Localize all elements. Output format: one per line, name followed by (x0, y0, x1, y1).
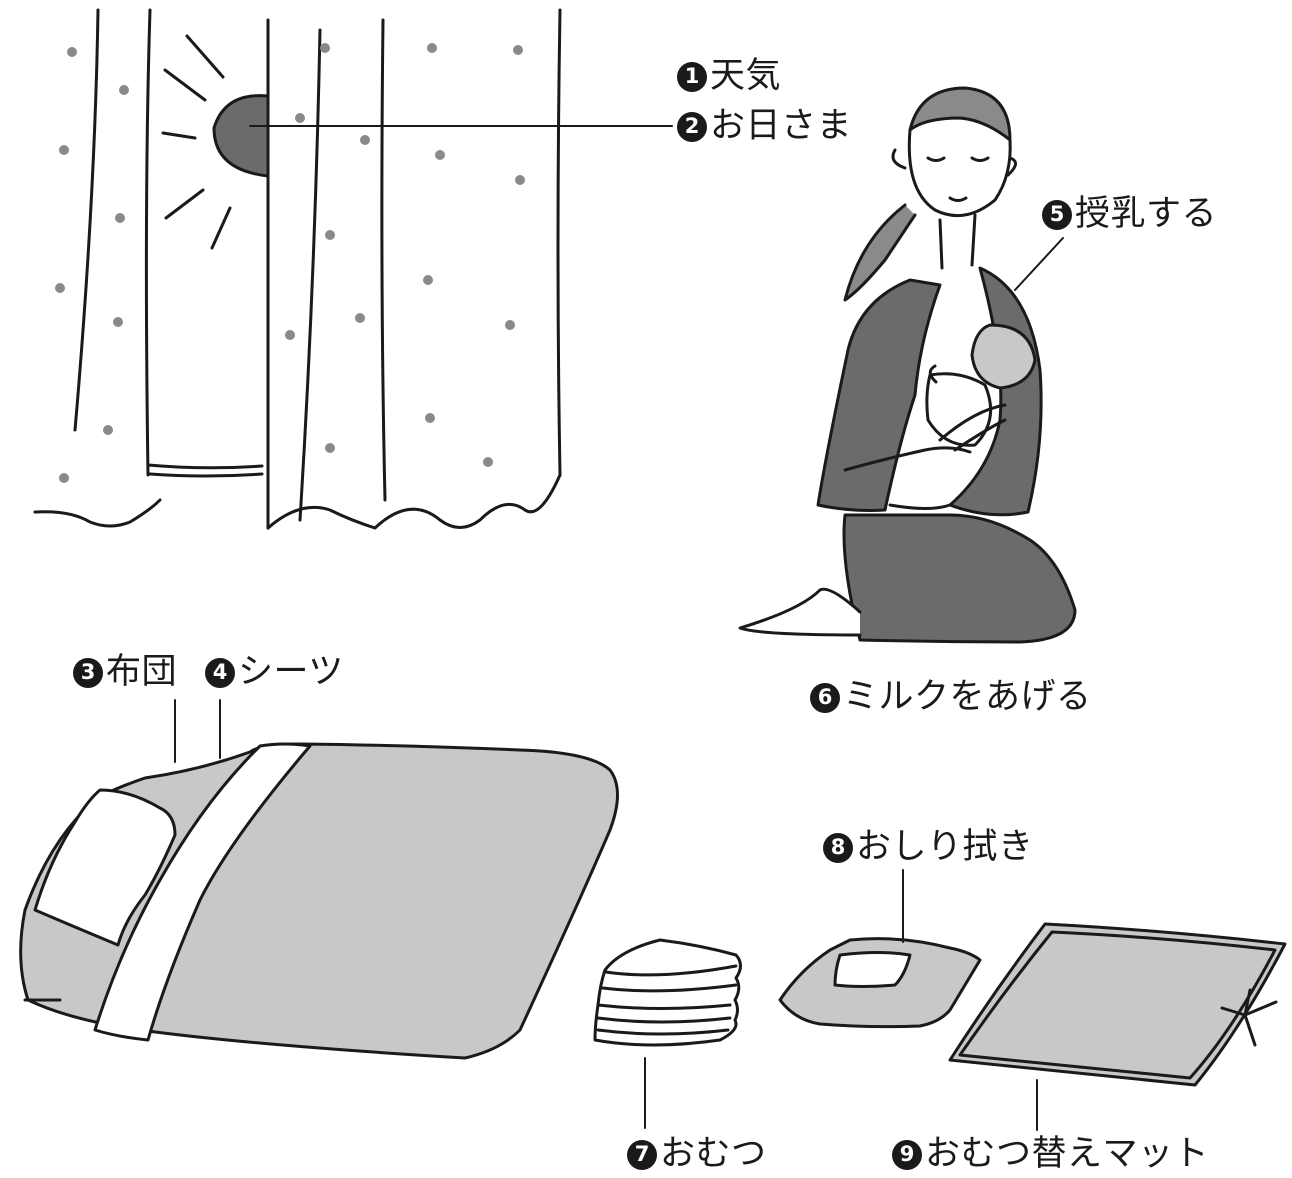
changing-mat (948, 922, 1287, 1087)
curtain-window (146, 463, 264, 478)
label-text: 授乳する (1075, 194, 1218, 234)
label-changing-mat: 9 おむつ替えマット (892, 1137, 1209, 1172)
label-futon: 3 布団 (73, 655, 177, 690)
label-sun: 2 お日さま (677, 109, 852, 144)
number-badge: 3 (73, 657, 103, 688)
label-breastfeed: 5 授乳する (1042, 197, 1217, 232)
nursing-mother (738, 86, 1077, 644)
number-badge: 4 (205, 657, 235, 688)
number-badge: 8 (823, 832, 853, 863)
label-diapers: 7 おむつ (627, 1137, 767, 1172)
sheet-band (93, 742, 312, 1042)
label-text: おしり拭き (856, 827, 1034, 867)
label-text: おむつ (660, 1134, 767, 1174)
number-badge: 6 (810, 682, 840, 713)
number-badge: 7 (627, 1139, 657, 1170)
label-sheet: 4 シーツ (205, 655, 344, 690)
label-weather: 1 天気 (677, 59, 781, 94)
number-badge: 2 (677, 111, 707, 142)
curtain-dots (55, 43, 525, 483)
left-curtain (33, 8, 162, 528)
sun-icon (161, 34, 270, 250)
label-text: おむつ替えマット (925, 1134, 1210, 1174)
label-text: 天気 (710, 56, 782, 96)
number-badge: 5 (1042, 199, 1072, 230)
label-give-milk: 6 ミルクをあげる (810, 680, 1092, 715)
diaper-stack (593, 938, 742, 1047)
number-badge: 9 (892, 1139, 922, 1170)
number-badge: 1 (677, 61, 707, 92)
label-text: 布団 (106, 652, 178, 692)
pillow (33, 788, 177, 947)
label-text: シーツ (238, 652, 344, 692)
leader-line-nursing (1014, 237, 1064, 291)
right-curtain (266, 8, 562, 530)
label-wipes: 8 おしり拭き (823, 830, 1034, 865)
wipes-pack (778, 937, 982, 1029)
label-text: お日さま (710, 106, 853, 146)
label-text: ミルクをあげる (843, 677, 1092, 717)
